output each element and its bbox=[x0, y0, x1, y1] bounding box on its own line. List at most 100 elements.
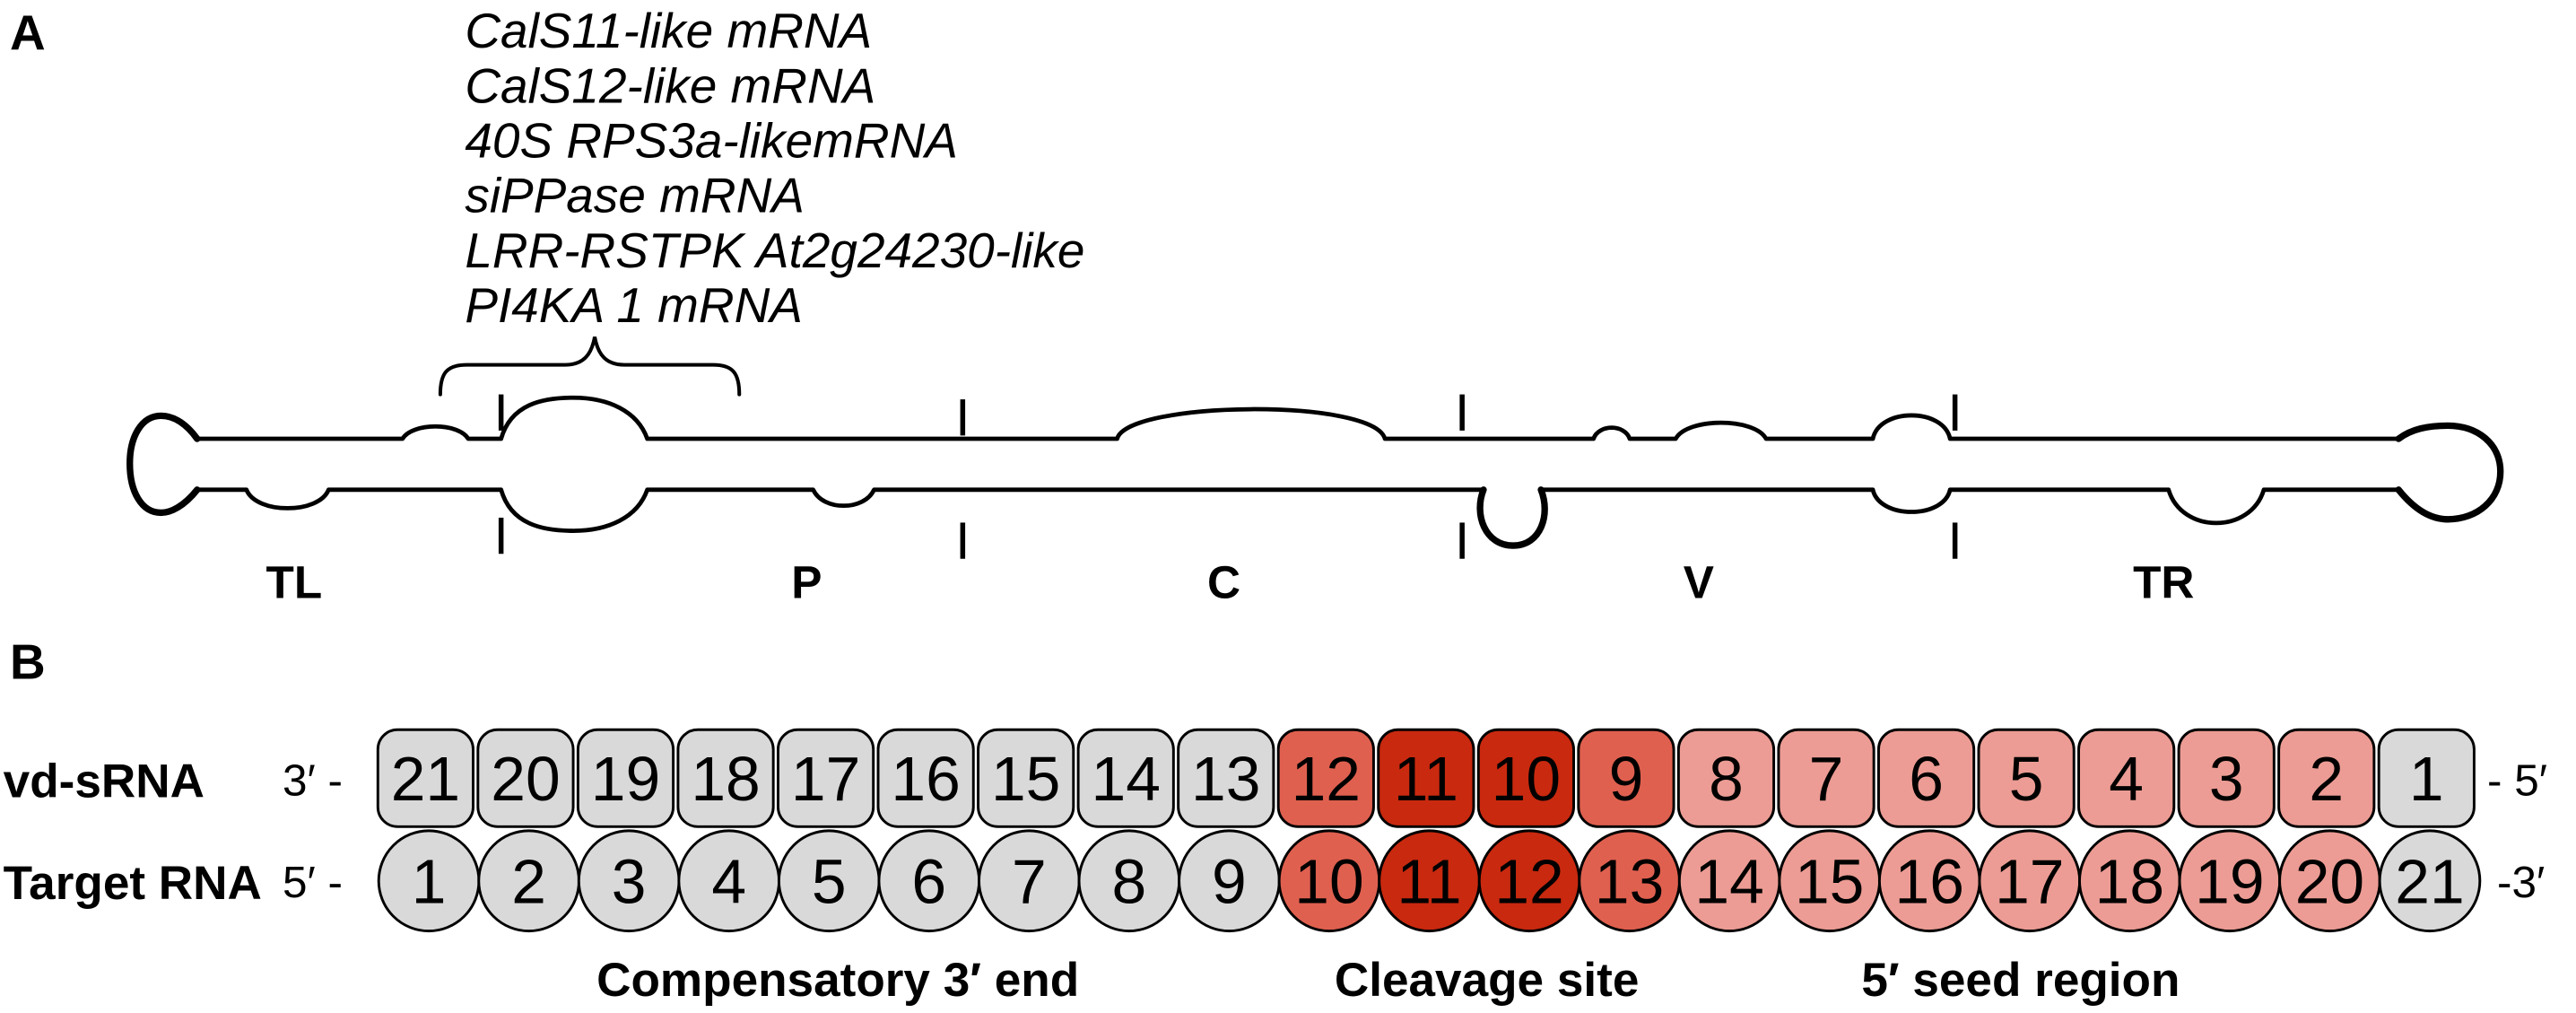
panel-a: A CalS11-like mRNA CalS12-like mRNA 40S … bbox=[10, 3, 2504, 608]
vd-srna-position-number: 6 bbox=[1909, 744, 1944, 814]
target-region-brace bbox=[438, 336, 742, 397]
vd-srna-nucleotide: 6 bbox=[1876, 728, 1976, 828]
target-rna-nucleotide: 13 bbox=[1578, 829, 1681, 933]
target-rna-nucleotide: 3 bbox=[577, 829, 681, 933]
target-mrna-item: CalS12-like mRNA bbox=[465, 57, 875, 113]
vd-srna-nucleotide: 15 bbox=[977, 728, 1075, 828]
vd-srna-position-number: 1 bbox=[2409, 744, 2444, 814]
target-rna-nucleotide: 8 bbox=[1077, 829, 1181, 933]
vd-srna-nucleotide: 1 bbox=[2377, 728, 2476, 828]
vd-srna-nucleotide: 19 bbox=[576, 728, 675, 828]
region-label-seed: 5′ seed region bbox=[1861, 954, 2180, 1007]
target-rna-nucleotide: 11 bbox=[1378, 829, 1481, 933]
domain-label-c: C bbox=[1207, 557, 1240, 608]
vd-srna-box bbox=[1476, 728, 1575, 828]
vd-srna-position-number: 11 bbox=[1394, 744, 1458, 814]
target-mrna-item: PI4KA 1 mRNA bbox=[465, 277, 803, 333]
domain-labels: TL P C V TR bbox=[266, 557, 2195, 608]
target-rna-nucleotide: 14 bbox=[1677, 829, 1781, 933]
vd-srna-position-number: 4 bbox=[2109, 744, 2144, 814]
vd-srna-box bbox=[1676, 728, 1776, 828]
vd-srna-nucleotide: 21 bbox=[376, 728, 474, 828]
vd-srna-box bbox=[876, 728, 975, 828]
vd-srna-nucleotide: 20 bbox=[476, 728, 575, 828]
target-rna-nucleotide: 1 bbox=[377, 829, 481, 933]
vd-srna-box bbox=[476, 728, 575, 828]
panel-b: B vd-sRNA 3′ - - 5′ Target RNA 5′ - -3′ … bbox=[4, 633, 2547, 1006]
vd-srna-position-number: 19 bbox=[591, 744, 660, 814]
target-rna-nucleotide: 4 bbox=[677, 829, 781, 933]
vd-srna-box bbox=[576, 728, 675, 828]
vd-srna-position-number: 14 bbox=[1092, 744, 1161, 814]
vd-srna-position-number: 21 bbox=[391, 744, 460, 814]
region-label-compensatory: Compensatory 3′ end bbox=[596, 954, 1079, 1007]
vd-srna-nucleotide: 11 bbox=[1377, 728, 1475, 828]
vd-srna-box bbox=[1177, 728, 1275, 828]
rod-bottom-strand bbox=[195, 487, 2401, 533]
region-labels: Compensatory 3′ end Cleavage site 5′ see… bbox=[596, 954, 2180, 1007]
target-rna-nucleotide: 16 bbox=[1877, 829, 1981, 933]
target-rna-row-label: Target RNA bbox=[4, 857, 262, 910]
target-rna-position-number: 12 bbox=[1494, 846, 1563, 916]
target-rna-position-number: 4 bbox=[711, 846, 746, 916]
vd-srna-box bbox=[376, 728, 474, 828]
vd-srna-nucleotide: 9 bbox=[1577, 728, 1675, 828]
target-mrna-item: LRR-RSTPK At2g24230-like bbox=[465, 223, 1084, 278]
target-rna-position-number: 14 bbox=[1694, 846, 1763, 916]
vd-srna-box bbox=[1276, 728, 1375, 828]
domain-label-tr: TR bbox=[2133, 557, 2194, 608]
vd-srna-position-number: 3 bbox=[2209, 744, 2244, 814]
vd-srna-box bbox=[1076, 728, 1175, 828]
target-rna-position-number: 20 bbox=[2295, 846, 2364, 916]
vd-srna-position-number: 2 bbox=[2309, 744, 2344, 814]
target-rna-nucleotide: 17 bbox=[1978, 829, 2082, 933]
vd-srna-nucleotide: 13 bbox=[1177, 728, 1275, 828]
viroid-rod-structure bbox=[126, 395, 2504, 549]
vd-srna-row-label: vd-sRNA bbox=[4, 755, 205, 808]
target-rna-nucleotide: 15 bbox=[1778, 829, 1882, 933]
vd-srna-nucleotide: 4 bbox=[2077, 728, 2176, 828]
vd-srna-nucleotide: 16 bbox=[876, 728, 975, 828]
target-rna-nucleotide: 10 bbox=[1277, 829, 1381, 933]
target-rna-position-number: 13 bbox=[1595, 846, 1664, 916]
target-rna-position-number: 17 bbox=[1995, 846, 2064, 916]
vd-srna-nucleotide: 14 bbox=[1076, 728, 1175, 828]
vd-srna-nucleotide: 18 bbox=[676, 728, 775, 828]
vd-srna-position-number: 20 bbox=[491, 744, 560, 814]
target-mrna-item: 40S RPS3a-likemRNA bbox=[465, 112, 958, 168]
target-rna-position-number: 6 bbox=[911, 846, 946, 916]
target-rna-nucleotide: 19 bbox=[2178, 829, 2282, 933]
vd-srna-position-number: 5 bbox=[2009, 744, 2044, 814]
vd-srna-box bbox=[2377, 728, 2476, 828]
target-rna-position-number: 7 bbox=[1012, 846, 1047, 916]
domain-label-p: P bbox=[791, 557, 822, 608]
target-rna-position-number: 8 bbox=[1112, 846, 1147, 916]
vd-srna-position-number: 15 bbox=[991, 744, 1060, 814]
target-rna-nucleotide: 20 bbox=[2278, 829, 2381, 933]
vd-srna-position-number: 17 bbox=[791, 744, 860, 814]
target-rna-position-number: 16 bbox=[1895, 846, 1964, 916]
vd-srna-position-number: 13 bbox=[1191, 744, 1260, 814]
target-rna-nucleotide: 21 bbox=[2378, 829, 2482, 933]
vd-srna-box bbox=[2177, 728, 2276, 828]
panel-b-label: B bbox=[10, 633, 46, 689]
target-rna-right-end: -3′ bbox=[2497, 858, 2545, 907]
domain-boundaries bbox=[498, 394, 1958, 559]
vd-srna-box bbox=[977, 728, 1075, 828]
vd-srna-position-number: 10 bbox=[1492, 744, 1561, 814]
vd-srna-box bbox=[1876, 728, 1976, 828]
target-rna-circle bbox=[2378, 829, 2482, 933]
target-rna-nucleotide: 5 bbox=[777, 829, 881, 933]
target-mrna-item: siPPase mRNA bbox=[465, 168, 805, 223]
variable-domain-hairpin-loop bbox=[1476, 486, 1548, 549]
vd-srna-nucleotide: 7 bbox=[1777, 728, 1875, 828]
target-rna-nucleotide: 2 bbox=[477, 829, 580, 933]
target-mrna-list: CalS11-like mRNA CalS12-like mRNA 40S RP… bbox=[465, 3, 1084, 333]
right-terminal-loop bbox=[2395, 422, 2504, 523]
vd-srna-nucleotide: 17 bbox=[777, 728, 875, 828]
target-rna-position-number: 2 bbox=[511, 846, 546, 916]
vd-srna-nucleotide: 3 bbox=[2177, 728, 2276, 828]
vd-srna-position-number: 18 bbox=[691, 744, 760, 814]
